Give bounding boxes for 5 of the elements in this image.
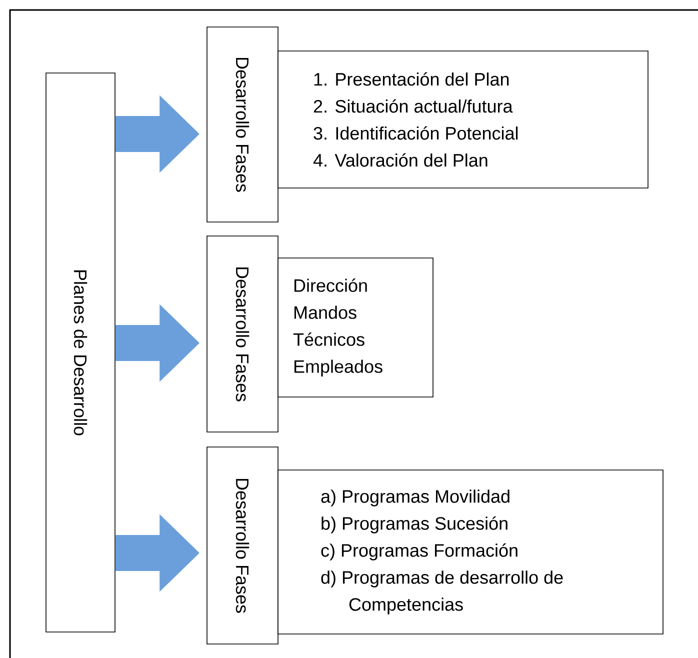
list-box: Dirección Mandos Técnicos Empleados <box>278 258 434 398</box>
rotated-label-box: Desarrollo Fases <box>206 26 278 222</box>
rotated-label-box: Desarrollo Fases <box>206 446 278 644</box>
rotated-label-box: Desarrollo Fases <box>206 236 278 432</box>
rotated-label-box: Planes de Desarrollo <box>46 72 116 632</box>
